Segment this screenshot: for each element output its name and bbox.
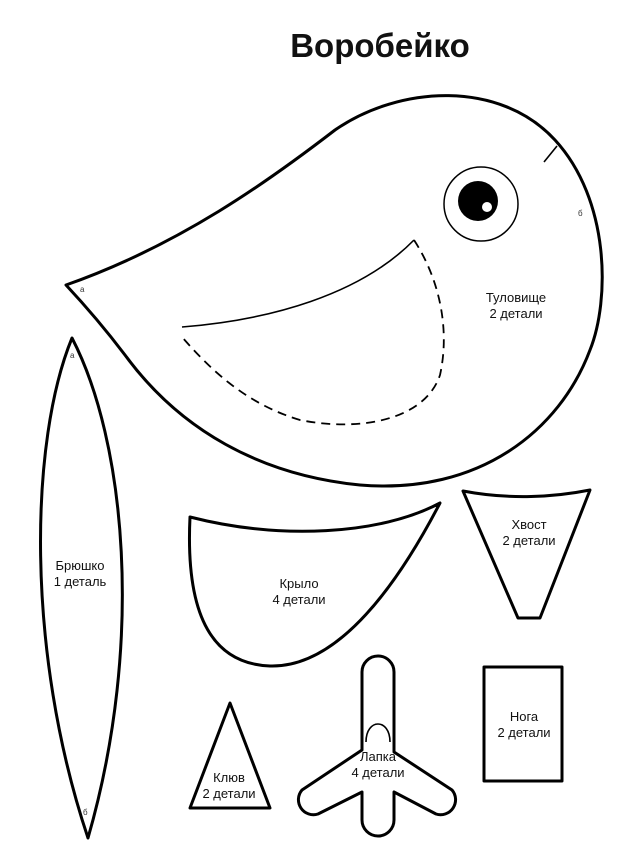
wing-piece: Крыло 4 детали: [187, 501, 442, 668]
beak-name-label: Клюв: [213, 770, 245, 785]
body-count-label: 2 детали: [489, 306, 542, 321]
belly-mark-b: б: [83, 808, 88, 817]
paw-count-label: 4 детали: [351, 765, 404, 780]
tail-name-label: Хвост: [511, 517, 546, 532]
leg-count-label: 2 детали: [497, 725, 550, 740]
paw-outline: [296, 654, 458, 838]
eye-pupil-icon: [458, 181, 498, 221]
belly-outline: [39, 336, 124, 840]
wing-outline: [187, 501, 442, 668]
beak-outline: [188, 701, 272, 810]
body-mark-b: б: [578, 209, 583, 218]
beak-piece: Клюв 2 детали: [188, 701, 272, 810]
belly-mark-a: а: [70, 351, 75, 360]
tail-count-label: 2 детали: [502, 533, 555, 548]
body-piece: а б Туловище 2 детали: [64, 94, 604, 488]
wing-placement-dashes: [181, 239, 445, 426]
paw-name-label: Лапка: [360, 749, 397, 764]
wing-name-label: Крыло: [279, 576, 318, 591]
wing-placement-line: [181, 239, 415, 328]
belly-count-label: 1 деталь: [54, 574, 107, 589]
leg-name-label: Нога: [510, 709, 539, 724]
body-notch: [543, 145, 558, 163]
body-name-label: Туловище: [486, 290, 546, 305]
leg-outline: [482, 665, 564, 783]
leg-piece: Нога 2 детали: [482, 665, 564, 783]
belly-piece: а б Брюшко 1 деталь: [39, 336, 124, 840]
tail-piece: Хвост 2 детали: [461, 488, 592, 620]
paw-joint-arc: [365, 723, 391, 743]
belly-name-label: Брюшко: [55, 558, 104, 573]
beak-count-label: 2 детали: [202, 786, 255, 801]
paw-piece: Лапка 4 детали: [296, 654, 458, 838]
tail-outline: [461, 488, 592, 620]
page-title: Воробейко: [290, 27, 470, 64]
eye-highlight-icon: [482, 202, 492, 212]
body-mark-a: а: [80, 285, 85, 294]
wing-count-label: 4 детали: [272, 592, 325, 607]
